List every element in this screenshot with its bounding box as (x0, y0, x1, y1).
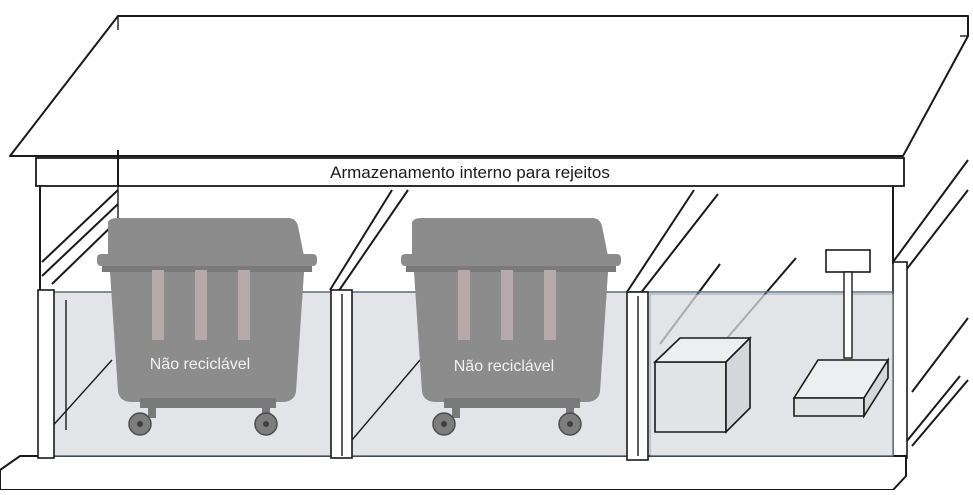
storage-banner (35, 157, 905, 187)
container-label: Não reciclável (150, 356, 250, 373)
waste-container-icon: Não reciclável (97, 218, 317, 436)
front-post-left (37, 289, 55, 459)
waste-container-icon: Não reciclável (401, 218, 621, 436)
container-label: Não reciclável (454, 358, 554, 375)
left-side-slats (41, 186, 119, 285)
roof (9, 15, 969, 157)
floor-slab (0, 455, 907, 491)
weighing-scale-icon (792, 249, 890, 419)
storage-banner-label: Armazenamento interno para rejeitos (330, 163, 610, 182)
right-side-frame (892, 159, 969, 459)
box-icon (653, 336, 752, 434)
